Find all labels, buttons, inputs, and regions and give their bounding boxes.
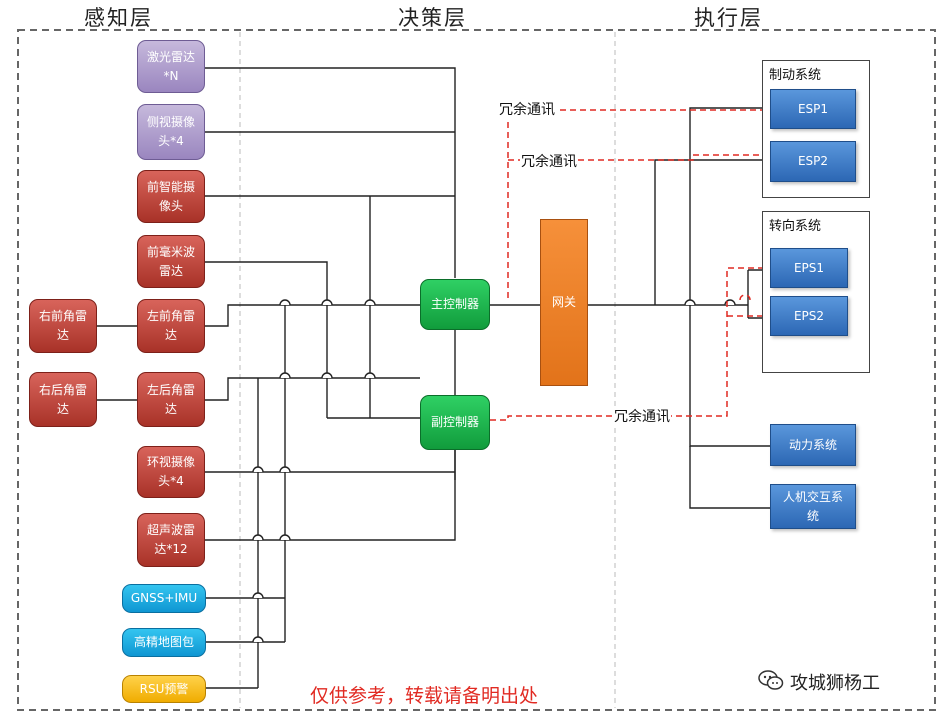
wechat-icon — [758, 670, 784, 690]
hmi-system-box: 人机交互系统 — [770, 484, 856, 529]
power-system-box: 动力系统 — [770, 424, 856, 466]
eps2-box: EPS2 — [770, 296, 848, 336]
hop — [252, 534, 264, 541]
hop — [279, 299, 291, 306]
esp1-box: ESP1 — [770, 89, 856, 129]
brand-name: 攻城狮杨工 — [790, 673, 880, 694]
steering-system-group: 转向系统 — [762, 211, 870, 373]
hop — [252, 636, 264, 643]
redundant-comm-label-1: 冗余通讯 — [498, 99, 556, 119]
lr-radar-to-bus — [205, 377, 420, 401]
front-smart-camera-box: 前智能摄像头 — [137, 170, 205, 223]
outer-frame — [17, 29, 936, 711]
watermark-text: 仅供参考，转载请备明出处 — [310, 685, 539, 707]
layer-title-decision: 决策层 — [398, 6, 467, 30]
right-front-corner-radar-box: 右前角雷达 — [29, 299, 97, 353]
backup-controller-box: 副控制器 — [420, 395, 490, 450]
hop — [364, 299, 376, 306]
ultrasonic-line — [205, 450, 456, 541]
surround-camera-box: 环视摄像头*4 — [137, 446, 205, 498]
ultrasonic-radar-box: 超声波雷达*12 — [137, 513, 205, 567]
eps1-box: EPS1 — [770, 248, 848, 288]
hop — [684, 299, 696, 306]
side-camera-box: 侧视摄像头*4 — [137, 104, 205, 160]
front-mmwave-radar-box: 前毫米波雷达 — [137, 235, 205, 288]
hop — [364, 372, 376, 379]
lidar-to-main — [205, 67, 456, 278]
hop — [321, 299, 333, 306]
redundant-line-2 — [508, 154, 770, 161]
left-rear-corner-radar-box: 左后角雷达 — [137, 372, 205, 427]
redundant-comm-label-3: 冗余通讯 — [613, 406, 671, 426]
right-rear-corner-radar-box: 右后角雷达 — [29, 372, 97, 427]
hop — [279, 466, 291, 473]
hop — [279, 372, 291, 379]
redundant-comm-label-2: 冗余通讯 — [520, 151, 578, 171]
to-hmi — [689, 446, 770, 509]
left-front-corner-radar-box: 左前角雷达 — [137, 299, 205, 353]
mmwave-to-bus — [205, 261, 328, 418]
lidar-box: 激光雷达*N — [137, 40, 205, 93]
redundant-line-1 — [507, 109, 770, 298]
steering-system-title: 转向系统 — [769, 219, 822, 234]
to-esp2 — [654, 159, 770, 305]
layer-title-execution: 执行层 — [694, 6, 763, 30]
brake-system-title: 制动系统 — [769, 68, 822, 83]
rsu-warning-box: RSU预警 — [122, 675, 206, 703]
to-esp1 — [689, 107, 770, 305]
hd-map-box: 高精地图包 — [122, 628, 206, 657]
lf-radar-to-main — [205, 304, 420, 327]
main-controller-box: 主控制器 — [420, 279, 490, 330]
hop — [279, 534, 291, 541]
hop — [252, 592, 264, 599]
gateway-box: 网关 — [540, 219, 588, 386]
gnss-imu-box: GNSS+IMU — [122, 584, 206, 613]
to-power — [689, 305, 770, 447]
layer-title-perception: 感知层 — [84, 6, 153, 30]
redundant-line-3 — [490, 267, 770, 421]
hop — [252, 466, 264, 473]
redundant-loop — [739, 294, 751, 301]
esp2-box: ESP2 — [770, 141, 856, 182]
hop — [321, 372, 333, 379]
